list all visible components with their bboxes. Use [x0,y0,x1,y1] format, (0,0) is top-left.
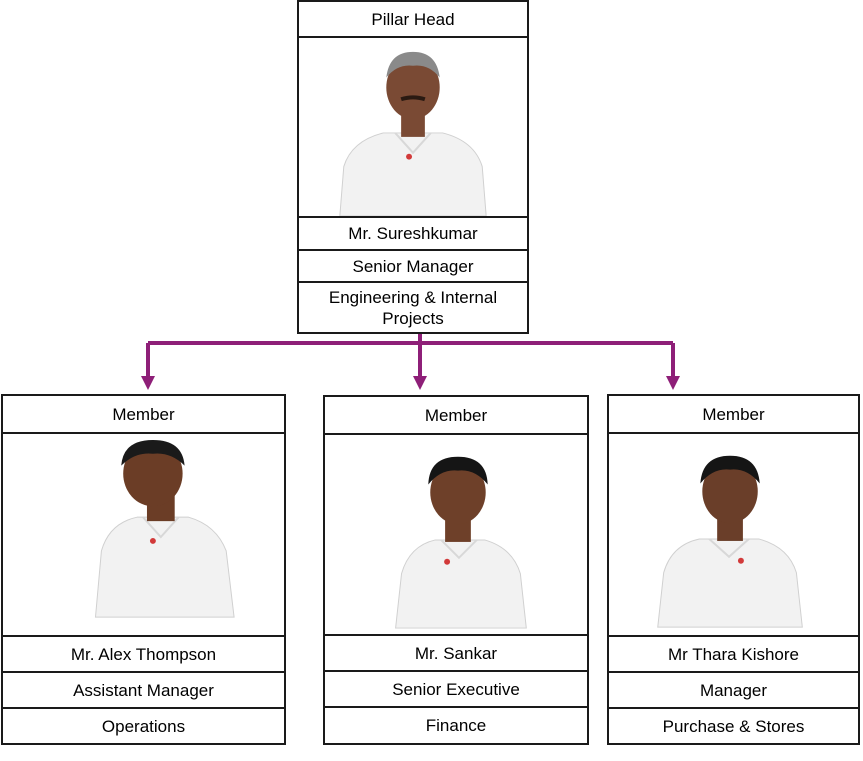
person-portrait-icon [657,455,803,628]
role-label: Member [325,397,587,435]
designation: Senior Executive [325,672,587,708]
person-portrait-icon [395,456,527,629]
department: Operations [101,716,186,736]
role-label: Member [609,396,858,434]
department: Finance [425,716,487,735]
person-portrait-icon [94,439,235,618]
designation: Manager [609,673,858,709]
department: Purchase & Stores [662,716,805,736]
designation: Senior Manager [299,251,527,283]
pillar-head-card: Pillar Head Mr. Sureshkumar Senior Manag… [297,0,529,334]
member-card: Member Mr Thara Kishore Manager Purchase… [607,394,860,745]
member-card: Member Mr. Alex Thompson Assistant Manag… [1,394,286,745]
member-card: Member Mr. Sankar Senior Executive Finan… [323,395,589,745]
department: Engineering & Internal Projects [328,287,498,328]
photo [325,435,587,636]
photo [609,434,858,637]
role-label: Member [3,396,284,434]
person-portrait-icon [339,51,487,216]
connector-lines [146,334,675,378]
person-name: Mr Thara Kishore [609,637,858,673]
person-name: Mr. Sankar [325,636,587,672]
designation: Assistant Manager [3,673,284,709]
photo [3,434,284,637]
role-label: Pillar Head [299,2,527,38]
arrowhead-member-2 [413,376,427,390]
arrowhead-member-3 [666,376,680,390]
person-name: Mr. Sureshkumar [299,218,527,251]
photo [299,38,527,218]
arrowhead-member-1 [141,376,155,390]
person-name: Mr. Alex Thompson [3,637,284,673]
